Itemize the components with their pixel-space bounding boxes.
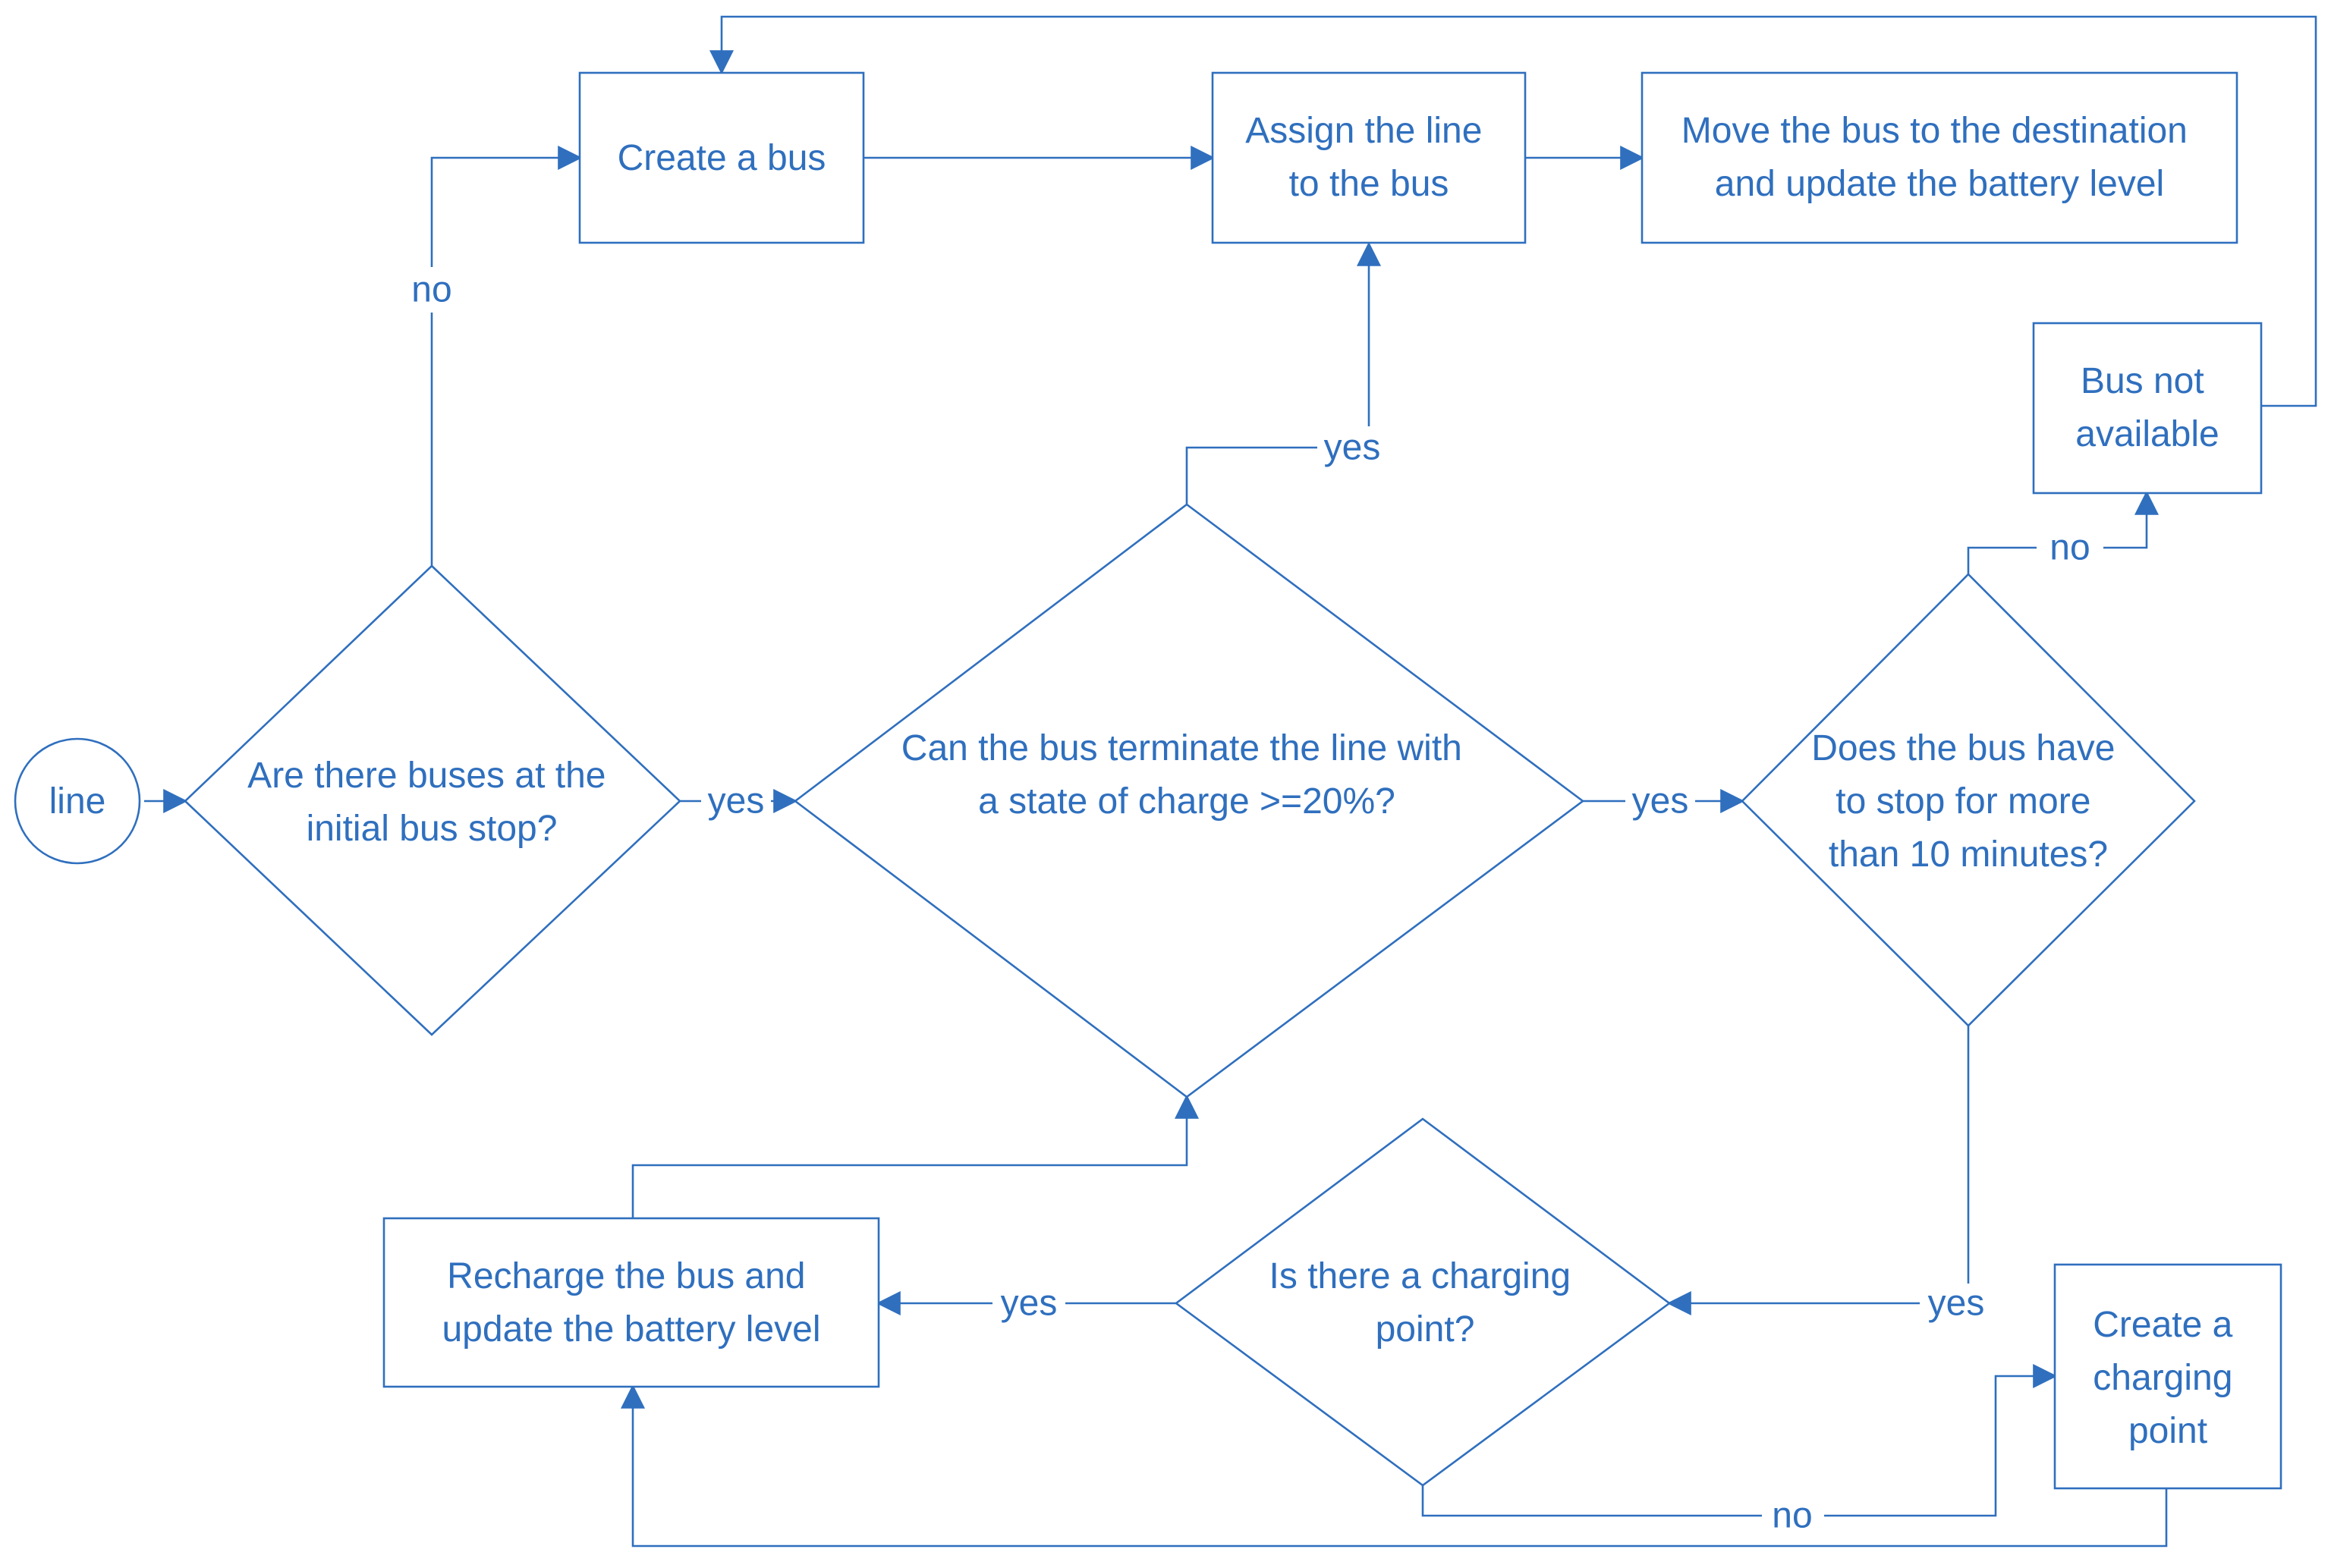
move-bus-label: Move the bus to the destination and upda…: [1681, 111, 2197, 204]
edge-charging-no: [1421, 1364, 2058, 1517]
assign-line-box: [1211, 71, 1527, 244]
can-terminate-diamond: [793, 503, 1585, 1098]
edge-createcharging-to-recharge: [621, 1384, 2168, 1548]
node-texts: line Create a bus Assign the line to the…: [49, 111, 2242, 1451]
start-node: [14, 737, 141, 865]
stop-long-label: Does the bus have to stop for more than …: [1811, 728, 2125, 875]
start-node-label: line: [49, 781, 106, 822]
create-bus-label: Create a bus: [618, 138, 826, 178]
edge-recharge-to-terminate: [631, 1094, 1199, 1218]
edge-buses-no: [430, 146, 583, 566]
edge-stop-yes: [1666, 1026, 1970, 1315]
edge-terminate-yes-up: [1185, 241, 1381, 504]
create-charging-point-box: [2053, 1263, 2282, 1490]
buses-at-stop-label: Are there buses at the initial bus stop?: [247, 756, 616, 849]
can-terminate-label: Can the bus terminate the line with a st…: [901, 728, 1472, 822]
label-charging-no: no: [1772, 1496, 1812, 1536]
assign-line-label: Assign the line to the bus: [1245, 111, 1493, 204]
shapes: [14, 71, 2282, 1490]
label-charging-yes: yes: [1001, 1284, 1058, 1324]
move-bus-box: [1641, 71, 2238, 244]
charging-point-label: Is there a charging point?: [1269, 1256, 1581, 1350]
create-bus-box: [578, 71, 865, 244]
create-charging-point-label: Create a charging point: [2093, 1305, 2242, 1451]
edge-notavailable-loop: [709, 15, 2317, 407]
label-terminate-yes-up: yes: [1324, 428, 1381, 468]
edge-labels: no yes yes yes no yes yes no: [401, 267, 2103, 1537]
bus-not-available-label: Bus not available: [2075, 361, 2219, 454]
label-buses-yes: yes: [708, 781, 765, 822]
stop-long-diamond: [1741, 573, 2196, 1027]
edges: [144, 15, 2317, 1548]
charging-point-diamond: [1174, 1117, 1672, 1487]
buses-at-stop-diamond: [184, 564, 681, 1036]
label-buses-no: no: [411, 270, 451, 310]
label-terminate-yes-right: yes: [1632, 781, 1689, 822]
label-stop-yes: yes: [1928, 1284, 1985, 1324]
label-stop-no: no: [2049, 528, 2090, 568]
recharge-box: [382, 1217, 880, 1388]
bus-not-available-box: [2032, 322, 2263, 495]
recharge-label: Recharge the bus and update the battery …: [442, 1256, 820, 1350]
